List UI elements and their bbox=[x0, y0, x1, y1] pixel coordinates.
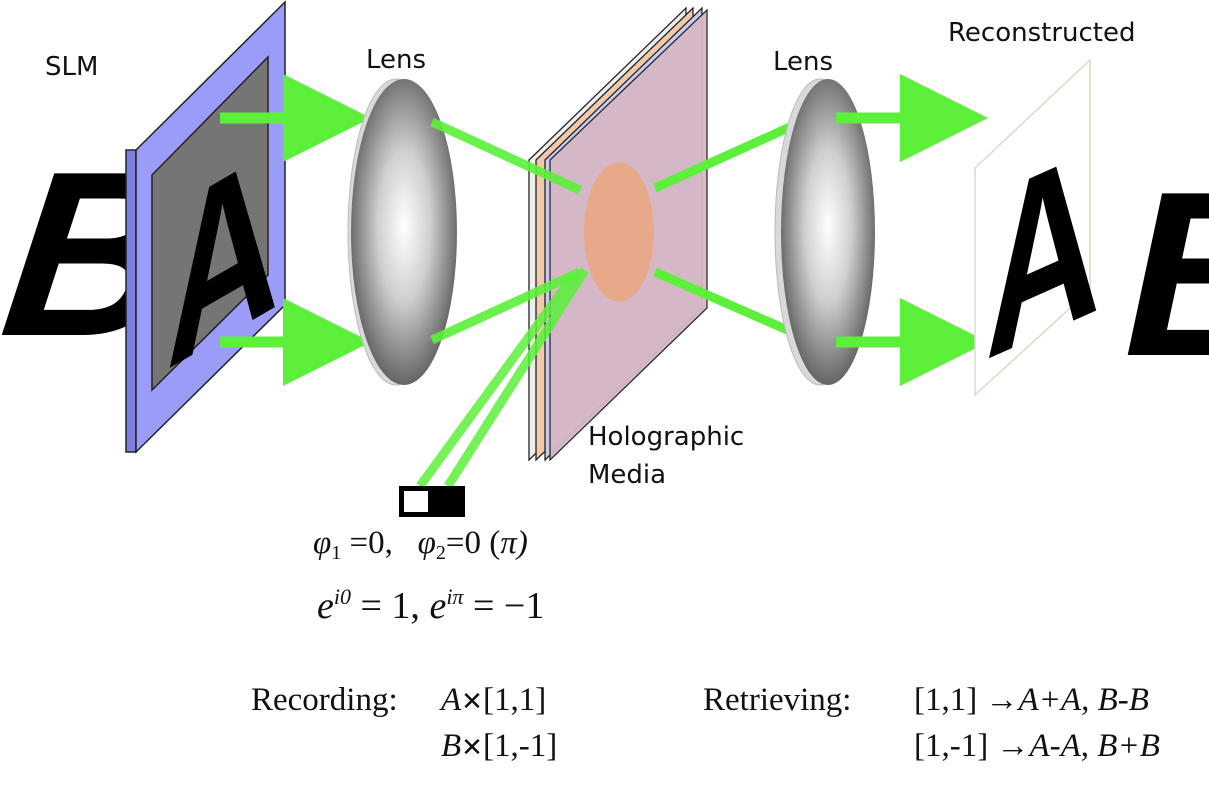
label-media: Media bbox=[588, 460, 667, 490]
euler-e1-exp: i0 bbox=[333, 584, 351, 609]
phase-modulator bbox=[399, 486, 465, 517]
beam-converge-bottom bbox=[430, 267, 582, 345]
recording-row-1-vec: [1,1] bbox=[482, 682, 547, 718]
label-reconstructed: Reconstructed bbox=[948, 18, 1136, 48]
retrieving-row-1: [1,1] →A+A, B-B bbox=[914, 682, 1149, 719]
retrieving-row-2-b: B+B bbox=[1097, 728, 1160, 764]
phi1-sub: 1 bbox=[331, 542, 342, 564]
euler-e1: e bbox=[317, 585, 334, 627]
phase-equation: φ1 =0, φ2=0 (π) bbox=[313, 525, 528, 565]
euler-e2: e bbox=[429, 585, 447, 627]
phi1-value: =0, bbox=[349, 525, 393, 561]
reference-beam-2 bbox=[444, 267, 589, 489]
label-holographic: Holographic bbox=[588, 422, 745, 452]
phi1-symbol: φ bbox=[313, 525, 332, 561]
recording-row-1-op: ✕ bbox=[461, 687, 483, 717]
retrieving-row-1-vec: [1,1] → bbox=[914, 682, 1019, 718]
beam-diverge-top bbox=[653, 113, 812, 193]
recording-row-2-vec: [1,-1] bbox=[482, 728, 558, 764]
recording-label: Recording: bbox=[251, 682, 398, 718]
euler-e2-exp: iπ bbox=[446, 584, 464, 609]
euler-equation: ei0 = 1, eiπ = −1 bbox=[317, 584, 544, 628]
phi2-value: =0 ( bbox=[445, 525, 501, 561]
recording-row-2-var: B bbox=[441, 728, 462, 764]
label-slm: SLM bbox=[45, 52, 99, 82]
recording-spot bbox=[584, 162, 654, 302]
recording-row-1: A✕[1,1] bbox=[441, 682, 546, 719]
beam-converge-top bbox=[430, 117, 582, 195]
label-lens-right: Lens bbox=[773, 47, 834, 77]
label-lens-left: Lens bbox=[366, 45, 427, 75]
slm-display bbox=[151, 55, 269, 392]
lens-right bbox=[774, 78, 875, 386]
retrieving-row-1-sep: , bbox=[1081, 682, 1098, 718]
phi2-pi: π bbox=[500, 525, 517, 561]
reconstructed-plane bbox=[974, 58, 1091, 397]
holographic-media bbox=[528, 6, 708, 462]
euler-e2-rhs: = −1 bbox=[463, 585, 545, 627]
retrieving-row-1-b: B-B bbox=[1097, 682, 1149, 718]
recording-row-2: B✕[1,-1] bbox=[441, 728, 557, 765]
retrieving-row-2-sep: , bbox=[1080, 728, 1098, 764]
retrieving-row-2-a: A-A bbox=[1029, 728, 1081, 764]
lens-left bbox=[347, 78, 457, 386]
letter-a-reconstructed: A bbox=[985, 95, 1100, 410]
recording-row-2-op: ✕ bbox=[461, 733, 483, 763]
phi2-sub: 2 bbox=[435, 542, 446, 564]
euler-e1-rhs: = 1, bbox=[351, 585, 430, 627]
recording-row-1-var: A bbox=[441, 682, 462, 718]
retrieving-row-1-a: A+A bbox=[1018, 682, 1082, 718]
phi2-close: ) bbox=[516, 525, 528, 561]
reference-beam-1 bbox=[416, 272, 578, 489]
retrieving-row-2-vec: [1,-1] → bbox=[914, 728, 1030, 764]
retrieving-label: Retrieving: bbox=[703, 682, 852, 718]
letter-b-right: B bbox=[1101, 143, 1209, 405]
beam-diverge-bottom bbox=[653, 267, 812, 345]
retrieving-row-2: [1,-1] →A-A, B+B bbox=[914, 728, 1160, 765]
phi2-symbol: φ bbox=[417, 525, 436, 561]
